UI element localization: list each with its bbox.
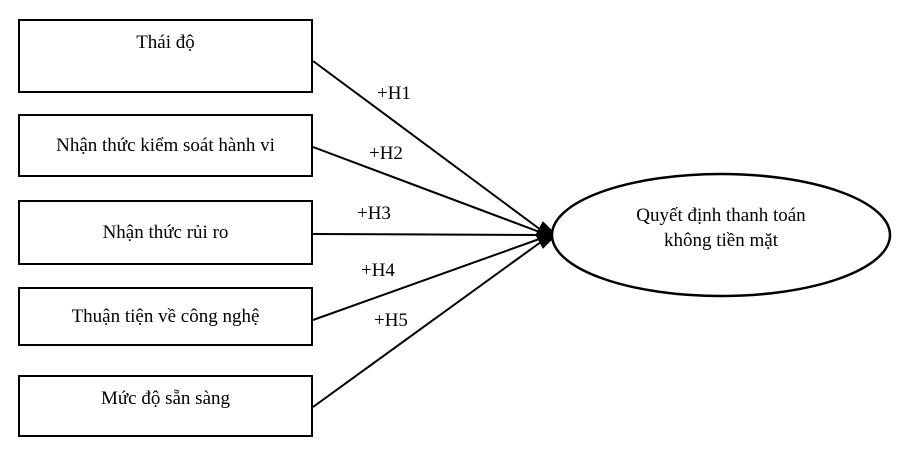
construct-label-perceived-risk: Nhận thức rủi ro [102,221,229,243]
path-line-h3 [312,233,546,236]
construct-label-readiness: Mức độ sẵn sàng [100,388,231,409]
construct-label-technology-convenience: Thuận tiện về công nghệ [71,305,260,327]
hypothesis-label-h4: +H4 [361,260,395,281]
construct-label-perceived-behavioral-control: Nhận thức kiểm soát hành vi [56,134,275,156]
path-line-h2 [312,146,546,235]
path-line-h5 [312,238,546,408]
path-line-h1 [312,60,546,234]
outcome-ellipse [550,172,892,298]
construct-box-attitude[interactable]: Thái độ [18,19,313,93]
path-line-h4 [312,236,546,321]
construct-box-readiness[interactable]: Mức độ sẵn sàng [18,375,313,437]
construct-box-technology-convenience[interactable]: Thuận tiện về công nghệ [18,287,313,346]
hypothesis-label-h1: +H1 [377,83,411,104]
hypothesis-label-h2: +H2 [369,143,403,164]
construct-label-attitude: Thái độ [136,32,195,53]
hypothesis-label-h3: +H3 [357,203,391,224]
construct-box-perceived-risk[interactable]: Nhận thức rủi ro [18,200,313,265]
outcome-label: Quyết định thanh toán không tiền mặt [636,205,806,252]
construct-box-perceived-behavioral-control[interactable]: Nhận thức kiểm soát hành vi [18,114,313,177]
hypothesis-label-h5: +H5 [374,310,408,331]
